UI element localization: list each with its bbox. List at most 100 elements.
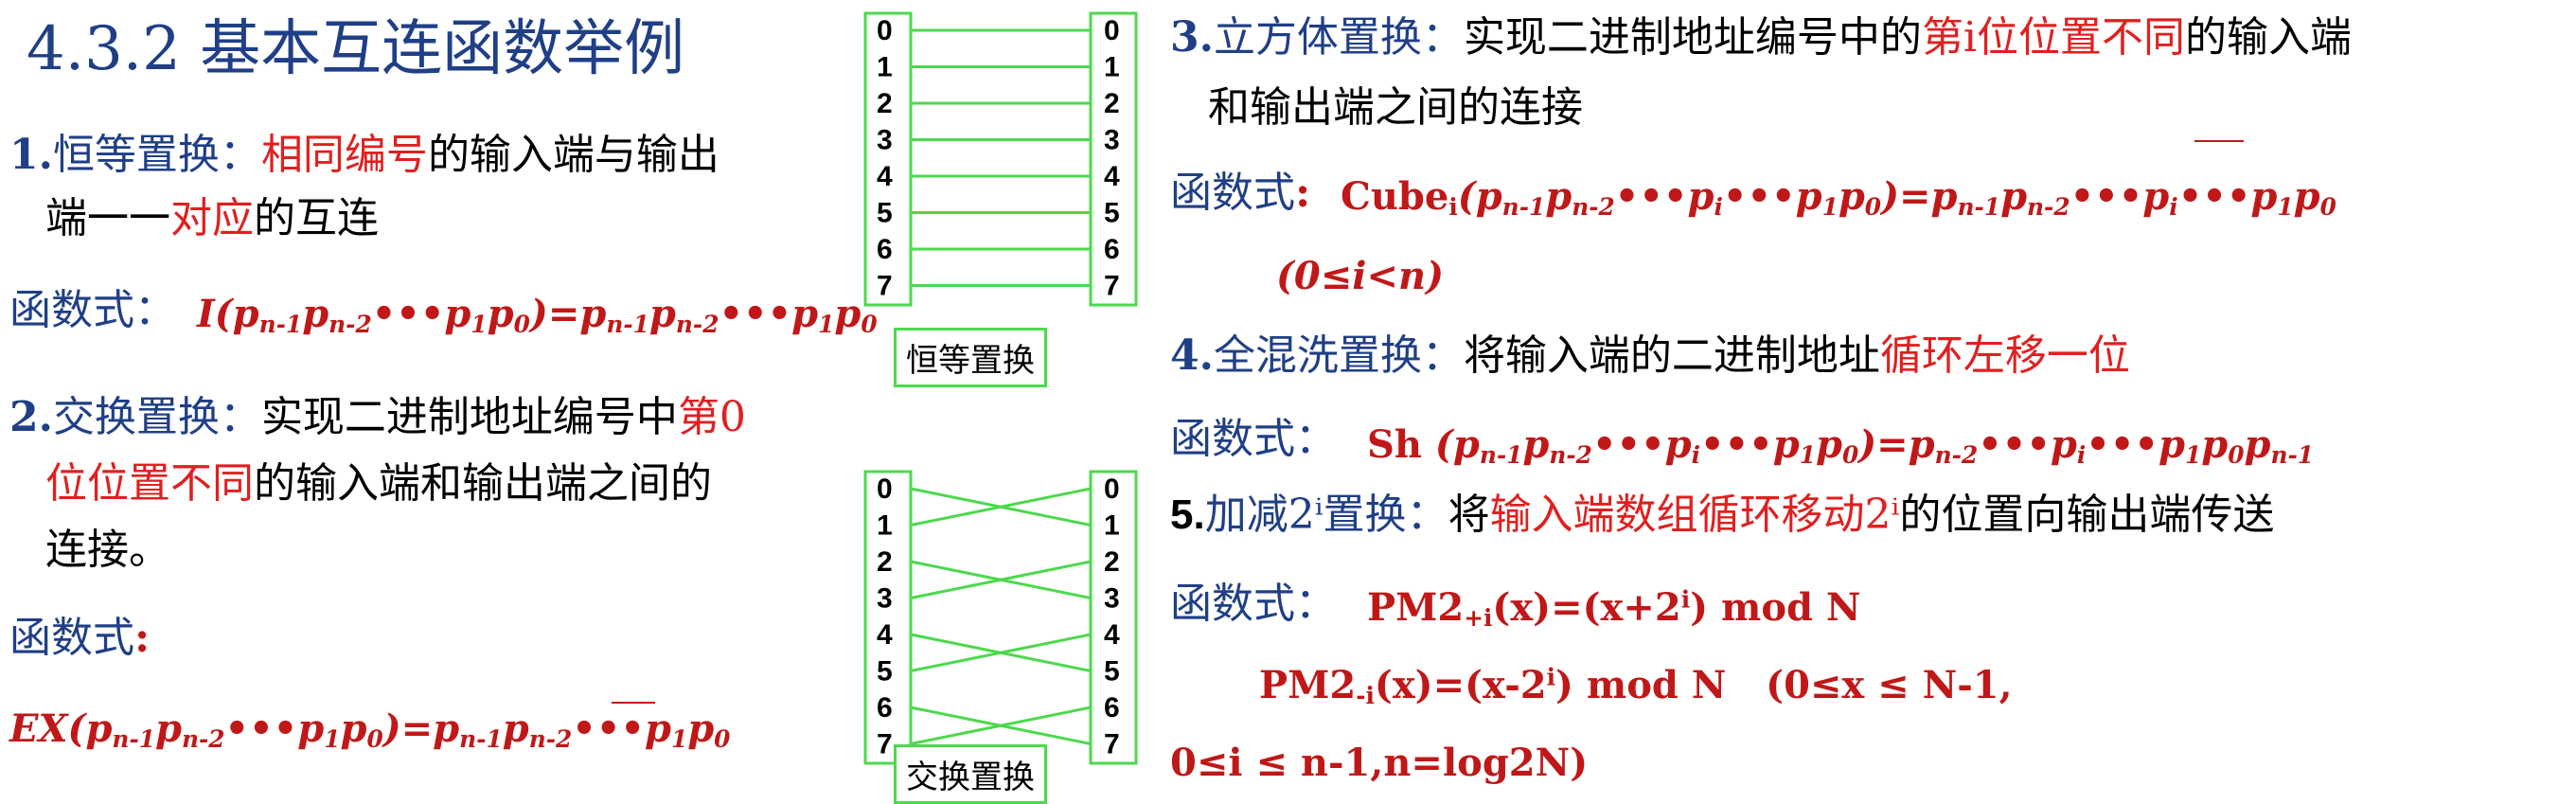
cube-desc1-red: 第i位位置不同	[1921, 13, 2186, 62]
identity-output-box	[1089, 11, 1138, 307]
figure_exchange-input-4: 4	[877, 619, 893, 651]
figure_identity-input-3: 3	[877, 125, 893, 156]
identity-desc2-red: 对应	[170, 194, 254, 242]
identity-colon: ：	[219, 131, 261, 179]
identity-input-box	[863, 11, 913, 307]
exchange-formula: EX(pn-1pn-2•••p1p0)=pn-1pn-2•••p1p0	[9, 706, 731, 754]
exchange-colon: ：	[219, 393, 261, 441]
cube-condition: (0≤i<n)	[1276, 254, 1444, 298]
figure_exchange-input-5: 5	[877, 656, 893, 688]
figure_identity-output-2: 2	[1104, 88, 1120, 119]
exchange-desc-line3: 连接。	[45, 526, 170, 574]
pm2-formula-minus: PM2-i(x)=(x-2i) mod N (0≤x ≤ N-1,	[1259, 663, 2013, 710]
pm2-desc-a: 将	[1448, 491, 1490, 539]
pm2-colon: ：	[1406, 491, 1448, 539]
figure_identity-output-7: 7	[1104, 271, 1120, 302]
identity-formula-label: 函数式	[9, 286, 134, 334]
exchange-number: 2.	[9, 393, 53, 441]
exchange-caption: 交换置换	[894, 744, 1047, 804]
figure_identity-input-6: 6	[877, 234, 893, 265]
pm2-formula-range: 0≤i ≤ n-1,n=log2N)	[1170, 741, 1589, 785]
figure_exchange-output-2: 2	[1104, 546, 1120, 578]
shuffle-heading: 4.全混洗置换：将输入端的二进制地址循环左移一位	[1170, 331, 2130, 382]
pm2-heading: 5.加减2ⁱ置换：将输入端数组循环移动2ⁱ的位置向输出端传送	[1170, 491, 2274, 541]
shuffle-formula-colon: ：	[1295, 415, 1337, 463]
figure_identity-output-6: 6	[1104, 234, 1120, 265]
figure_identity-output-1: 1	[1104, 52, 1120, 83]
figure_identity-input-4: 4	[877, 161, 893, 192]
figure_exchange-output-5: 5	[1104, 656, 1120, 688]
figure_exchange-output-4: 4	[1104, 619, 1120, 651]
cube-formula-row: 函数式:	[1170, 169, 1310, 219]
identity-desc-rest: 的输入端与输出	[427, 131, 720, 179]
figure_identity-input-2: 2	[877, 88, 893, 119]
exchange-desc2-rest: 的输入端和输出端之间的	[254, 459, 712, 508]
identity-formula: I(pn-1pn-2•••p1p0)=pn-1pn-2•••p1p0	[197, 292, 878, 339]
pm2-desc-b: 的位置向输出端传送	[1899, 491, 2275, 539]
identity-formula-row: 函数式：	[9, 286, 176, 336]
exchange-desc1: 实现二进制地址编号中	[260, 393, 678, 441]
identity-desc2-b: 的互连	[254, 194, 379, 242]
shuffle-formula: Sh (pn-1pn-2•••pi•••p1p0)=pn-2•••pi•••p1…	[1367, 422, 2315, 470]
cube-number: 3.	[1170, 13, 1214, 62]
exchange-input-box	[863, 470, 913, 765]
figure_identity-output-3: 3	[1104, 125, 1120, 156]
pm2-number: 5.	[1170, 491, 1205, 538]
pm2-formula-colon: ：	[1295, 580, 1337, 628]
figure_identity-output-5: 5	[1104, 198, 1120, 229]
exchange-formula-colon: :	[134, 614, 151, 662]
shuffle-formula-row: 函数式：	[1170, 415, 1337, 465]
figure_exchange-input-1: 1	[877, 510, 893, 542]
cube-formula-colon: :	[1295, 169, 1311, 217]
exchange-output-box	[1089, 470, 1138, 765]
figure_exchange-output-1: 1	[1104, 510, 1120, 542]
figure_identity-output-0: 0	[1104, 15, 1120, 46]
identity-desc-red: 相同编号	[260, 131, 428, 179]
identity-desc2-a: 端一一	[45, 194, 170, 242]
exchange-desc2-red: 位位置不同	[45, 459, 254, 508]
figure_exchange-connection-7	[910, 706, 1092, 745]
identity-caption: 恒等置换	[894, 328, 1047, 387]
shuffle-number: 4.	[1170, 331, 1214, 380]
cube-formula-label: 函数式	[1170, 169, 1295, 217]
figure_exchange-output-3: 3	[1104, 583, 1120, 615]
figure_exchange-output-7: 7	[1104, 729, 1120, 760]
pm2-desc-red: 输入端数组循环移动2ⁱ	[1489, 491, 1900, 539]
pm2-formula-row: 函数式：	[1170, 580, 1337, 630]
page-title: 4.3.2 基本互连函数举例	[27, 14, 685, 84]
figure_exchange-connection-3	[910, 560, 1092, 599]
cube-desc-line2: 和输出端之间的连接	[1208, 83, 1583, 132]
cube-heading: 3.立方体置换：实现二进制地址编号中的第i位位置不同的输入端	[1170, 13, 2352, 63]
figure_exchange-output-6: 6	[1104, 692, 1120, 724]
figure_identity-input-5: 5	[877, 198, 893, 229]
identity-formula-colon: ：	[134, 286, 176, 334]
pm2-formula-plus: PM2+i(x)=(x+2i) mod N	[1367, 585, 1861, 633]
figure_identity-input-1: 1	[877, 52, 893, 83]
figure_identity-output-4: 4	[1104, 161, 1120, 192]
identity-desc-line2: 端一一对应的互连	[45, 194, 379, 244]
exchange-formula-row: 函数式:	[9, 614, 150, 664]
figure_exchange-input-3: 3	[877, 583, 893, 615]
figure_exchange-input-6: 6	[877, 692, 893, 724]
exchange-name: 交换置换	[52, 393, 220, 441]
shuffle-colon: ：	[1421, 331, 1464, 380]
exchange-overline	[612, 702, 655, 704]
figure_identity-input-0: 0	[877, 15, 893, 46]
shuffle-desc: 将输入端的二进制地址	[1463, 331, 1880, 380]
shuffle-desc-red: 循环左移一位	[1879, 331, 2130, 380]
identity-number: 1.	[9, 131, 53, 179]
exchange-desc1-red: 第0	[677, 393, 746, 441]
cube-name: 立方体置换	[1213, 13, 1422, 62]
shuffle-name: 全混洗置换	[1213, 331, 1422, 380]
exchange-formula-label: 函数式	[9, 614, 134, 662]
exchange-desc-line2: 位位置不同的输入端和输出端之间的	[45, 459, 712, 509]
figure_exchange-input-0: 0	[877, 473, 893, 505]
pm2-formula-label: 函数式	[1170, 580, 1295, 628]
cube-overline	[2194, 140, 2244, 142]
identity-heading: 1.恒等置换：相同编号的输入端与输出	[9, 131, 720, 181]
cube-colon: ：	[1421, 13, 1464, 62]
cube-desc1-rest: 的输入端	[2185, 13, 2353, 62]
pm2-name: 加减2ⁱ置换	[1204, 491, 1407, 539]
